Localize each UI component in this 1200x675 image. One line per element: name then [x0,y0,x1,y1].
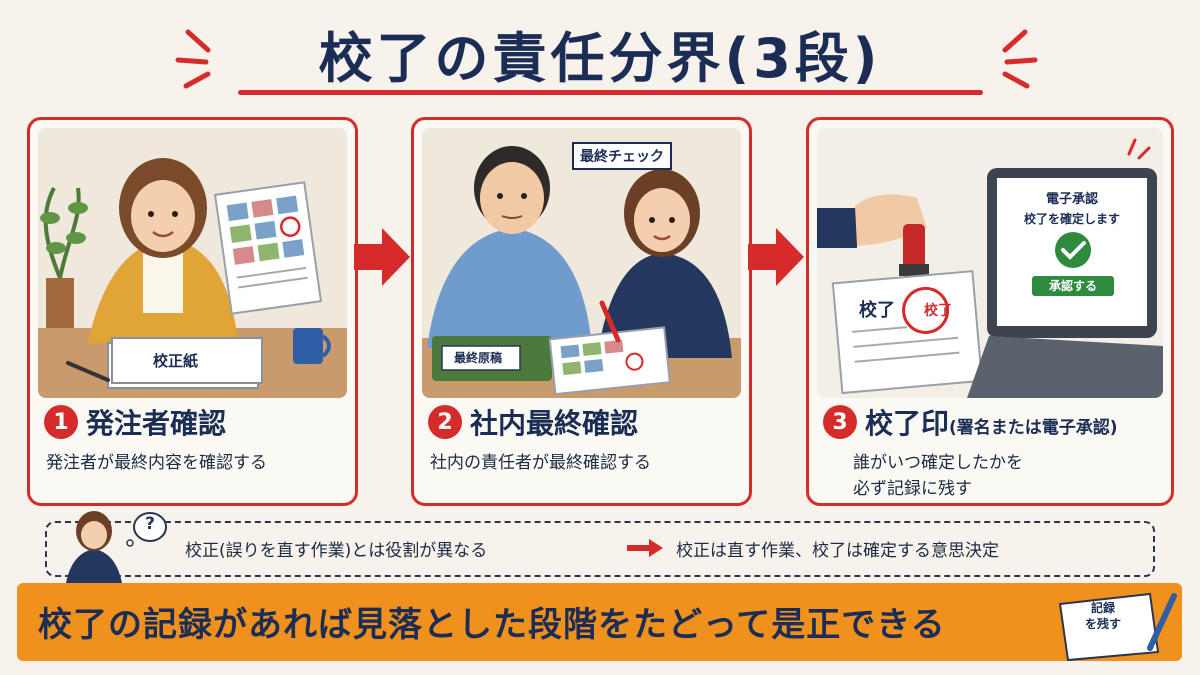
notebook-pen-icon [1058,592,1177,662]
notebook-label-line: 記録 [1090,601,1115,615]
summary-banner [17,583,1182,661]
step-description-line: 誰がいつ確定したかを [853,453,1023,473]
step-number-badge: 2 [428,405,462,439]
step-title-subtitle: (署名または電子承認) [949,418,1118,438]
illustration-client-check: 校正紙 [38,128,347,398]
page-title: 校了の責任分界(3段) [318,27,882,90]
step-title: 社内最終確認 [470,407,639,440]
step-number-badge: 3 [823,405,857,439]
role-difference-note [45,521,1155,577]
step-description: 発注者が最終内容を確認する [46,453,267,473]
note-left-text: 校正(誤りを直す作業)とは役割が異なる [185,541,488,561]
question-bubble-text: ? [145,514,155,534]
note-right-text: 校正は直す作業、校了は確定する意思決定 [676,541,999,561]
notebook-label: 記録 を残す [1068,600,1138,632]
arrow-right-icon [748,228,804,286]
emphasis-burst-right [1002,29,1038,89]
step-description-line: 必ず記録に残す [853,479,972,499]
thinking-person-icon [66,511,167,583]
arrow-right-icon [627,539,663,557]
illustration-internal-check: 最終チェック 最終原稿 [422,128,741,398]
stamp-mark: 校了 [924,303,952,319]
step-description: 社内の責任者が最終確認する [430,453,651,473]
step-title: 校了印(署名または電子承認) [865,402,1118,442]
binder-label: 最終原稿 [454,351,503,365]
summary-banner-text: 校了の記録があれば見落とした段階をたどって是正できる [38,605,946,645]
arrow-right-icon [354,228,410,286]
approve-button[interactable]: 承認する [1048,279,1097,293]
emphasis-burst-left [175,29,211,89]
notebook-label-line: を残す [1084,617,1121,631]
final-check-tag: 最終チェック [572,142,672,170]
illustration-approval-stamp: 校了 校了 電子承認 校了を確定します 承認する [817,128,1163,398]
step-card-1: 校正紙 1 発注者確認 発注者が最終内容を確認する [27,117,358,506]
step-description: 誰がいつ確定したかを 必ず記録に残す [853,450,1161,502]
step-card-2: 最終チェック 最終原稿 2 社内最終確認 社内の責任者が最終確認する [411,117,752,506]
step-card-3: 校了 校了 電子承認 校了を確定します 承認する 3 校了印(署名または電子承認… [806,117,1174,506]
screen-subtitle: 校了を確定します [1023,212,1120,226]
step-number-badge: 1 [44,405,78,439]
document-label: 校了 [859,300,895,321]
proof-sheet-label: 校正紙 [153,352,199,370]
title-underline [238,90,983,95]
step-title: 発注者確認 [86,407,227,440]
step-title-main: 校了印 [865,407,950,440]
screen-title: 電子承認 [1045,192,1098,207]
